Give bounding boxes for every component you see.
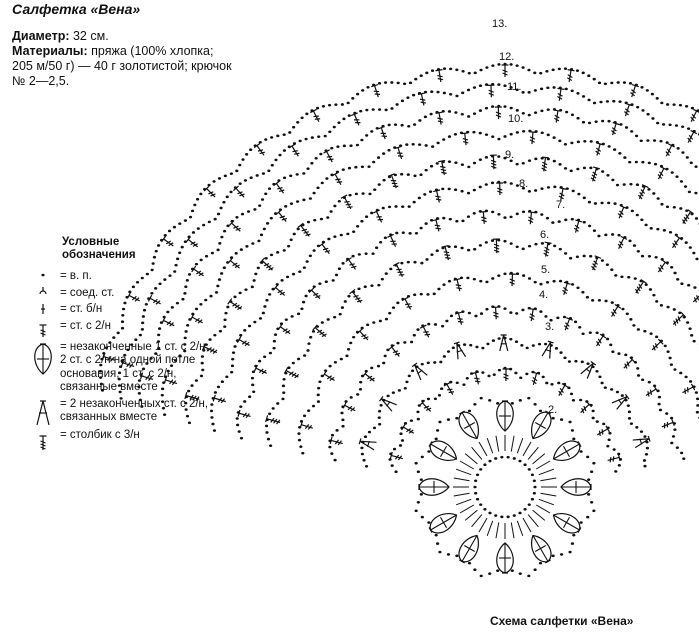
diameter-label: Диаметр:: [12, 29, 70, 43]
diameter-line: Диаметр: 32 см.: [12, 29, 292, 44]
row-label: 11.: [507, 81, 521, 93]
materials-text-2: 205 м/50 г) — 40 г золотистой; крючок: [12, 59, 232, 73]
legend-item-double-crochet: = ст. с 2/н: [26, 320, 276, 338]
diameter-value: 32 см.: [72, 29, 109, 43]
double-crochet-icon: [26, 320, 60, 338]
legend-text-line: = 2 незаконченных ст. с 2/н,: [60, 397, 209, 410]
row-label: 8.: [519, 178, 528, 190]
row-label: 3.: [545, 321, 554, 333]
legend-title: Условные обозначения: [62, 236, 276, 262]
row-label: 12.: [499, 51, 514, 63]
round-1: [453, 435, 557, 539]
chain-icon: [26, 270, 60, 280]
materials-line: Материалы: пряжа (100% хлопка;: [12, 44, 292, 59]
legend-text-line: = ст. б/н: [60, 303, 103, 315]
round-2-petals: [414, 396, 596, 578]
legend-item-chain: = в. п.: [26, 270, 276, 284]
legend-text: = столбик с 3/н: [60, 429, 276, 443]
legend-title-line-2: обозначения: [62, 249, 136, 261]
legend-text-line: = ст. с 2/н: [60, 319, 111, 332]
row-label: 13.: [492, 18, 507, 30]
round-7: [264, 238, 699, 447]
round-4: [358, 334, 651, 468]
single-crochet-icon: [26, 303, 60, 315]
round-9: [209, 180, 699, 432]
diagram-caption: Схема салфетки «Вена»: [490, 614, 634, 628]
materials-text-1: пряжа (100% хлопка;: [91, 44, 214, 58]
row-label: 2.: [548, 404, 557, 416]
row-labels: 2. 3. 4. 5. 6. 7. 8. 9. 10. 11. 12. 13.: [492, 18, 565, 416]
legend-text: = соед. ст.: [60, 287, 276, 301]
legend-text: = в. п.: [60, 270, 276, 284]
row-label: 6.: [540, 229, 549, 241]
legend-text-line: связанные вместе: [60, 381, 158, 393]
legend-item-single-crochet: = ст. б/н: [26, 303, 276, 317]
materials-text-3: № 2—2,5.: [12, 74, 70, 88]
round-14: [98, 62, 699, 392]
row-label: 7.: [556, 199, 565, 211]
legend-text-line: связанных вместе: [60, 411, 158, 423]
slip-stitch-icon: [26, 286, 60, 297]
legend-item-treble-crochet: = столбик с 3/н: [26, 429, 276, 451]
legend-text-line: = в. п.: [60, 270, 92, 282]
row-label: 10.: [508, 113, 523, 125]
pattern-title: Салфетка «Вена»: [12, 1, 141, 17]
round-12: [137, 104, 698, 408]
pattern-info: Салфетка «Вена» Диаметр: 32 см. Материал…: [12, 2, 292, 89]
round-10: [184, 154, 699, 425]
legend-text: = 2 незаконченных ст. с 2/н,связанных вм…: [60, 398, 276, 425]
round-5: [328, 305, 686, 462]
legend-item-slip-stitch: = соед. ст.: [26, 286, 276, 301]
legend-text-line: 2 ст. с 2/н на одной петле: [60, 354, 196, 366]
legend-text: = ст. б/н: [60, 303, 276, 317]
treble-crochet-icon: [26, 429, 60, 451]
cluster-2-icon: [26, 398, 60, 426]
round-13: [117, 82, 699, 400]
legend-text-line: = незаконченные 1 ст. с 2/н,: [60, 340, 209, 353]
center-ring: [473, 455, 537, 519]
legend-text-line: = соед. ст.: [60, 286, 115, 299]
cluster-3-icon: [26, 341, 60, 375]
legend-text: = ст. с 2/н: [60, 320, 276, 334]
legend-title-line-1: Условные: [62, 236, 120, 248]
row-label: 4.: [539, 289, 548, 301]
round-6: [297, 271, 699, 455]
round-11: [160, 129, 698, 416]
row-label: 5.: [541, 264, 550, 276]
row-label: 9.: [505, 149, 514, 161]
legend-item-cluster-2: = 2 незаконченных ст. с 2/н,связанных вм…: [26, 398, 276, 426]
round-3: [388, 366, 623, 473]
legend-text-line: = столбик с 3/н: [60, 428, 140, 441]
materials-label: Материалы:: [12, 44, 88, 58]
round-8: [235, 209, 699, 440]
